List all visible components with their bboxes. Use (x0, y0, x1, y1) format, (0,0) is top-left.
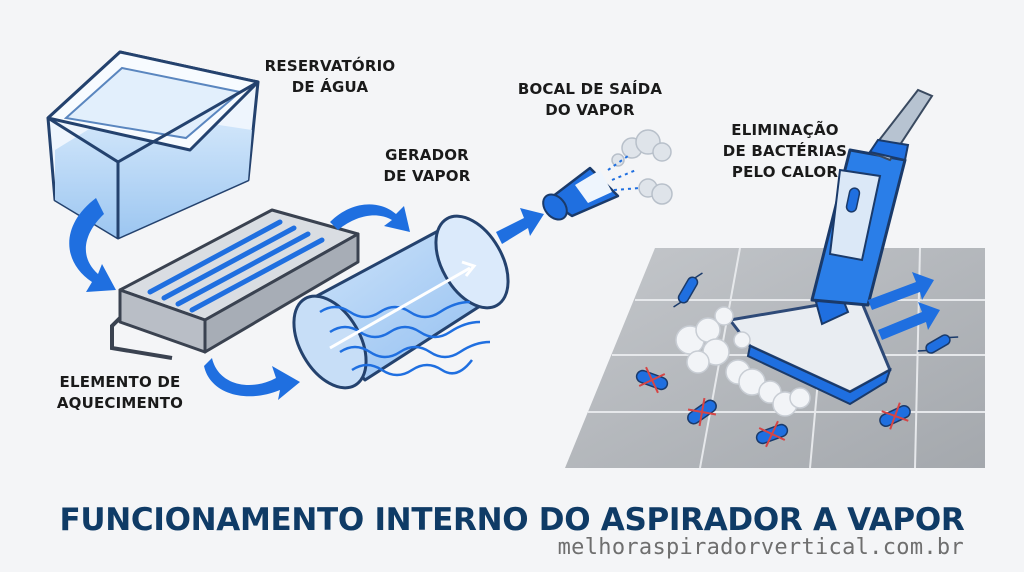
label-heating-line-2: AQUECIMENTO (56, 394, 184, 412)
label-nozzle: BOCAL DE SAÍDA DO VAPOR (505, 79, 675, 121)
flow-arrows (69, 198, 544, 400)
steam-nozzle (542, 129, 673, 221)
diagram-title: FUNCIONAMENTO INTERNO DO ASPIRADOR A VAP… (59, 502, 965, 538)
label-elimination-line-3: PELO CALOR (731, 163, 839, 181)
diagram-illustration (46, 50, 985, 469)
label-generator-line-1: GERADOR (385, 146, 469, 164)
label-nozzle-line-1: BOCAL DE SAÍDA (517, 80, 663, 98)
label-reservoir-line-2: DE ÁGUA (291, 78, 369, 96)
label-elimination: ELIMINAÇÃO DE BACTÉRIAS PELO CALOR (710, 120, 860, 183)
label-generator-line-2: DE VAPOR (383, 167, 471, 185)
steam-clouds (675, 306, 811, 417)
label-elimination-line-1: ELIMINAÇÃO (731, 121, 839, 139)
label-heating: ELEMENTO DE AQUECIMENTO (45, 372, 195, 414)
label-reservoir: RESERVATÓRIO DE ÁGUA (255, 56, 405, 98)
label-generator: GERADOR DE VAPOR (372, 145, 482, 187)
water-reservoir (46, 50, 260, 240)
bacteria (635, 272, 959, 448)
label-heating-line-1: ELEMENTO DE (59, 373, 181, 391)
website-url: melhoraspiradorvertical.com.br (557, 535, 964, 560)
steam-generator (292, 214, 510, 390)
bacterium-alive (917, 334, 959, 354)
bacterium-alive (673, 272, 703, 308)
heating-element (110, 208, 360, 360)
bacterium-dead (687, 397, 717, 427)
motion-arrows (868, 272, 940, 340)
label-nozzle-line-2: DO VAPOR (545, 101, 635, 119)
bacterium-dead (635, 366, 669, 394)
steam-mop (728, 88, 934, 406)
label-elimination-line-2: DE BACTÉRIAS (722, 142, 848, 160)
label-reservoir-line-1: RESERVATÓRIO (264, 57, 396, 75)
bacterium-dead (879, 402, 911, 430)
bacterium-dead (755, 420, 789, 448)
